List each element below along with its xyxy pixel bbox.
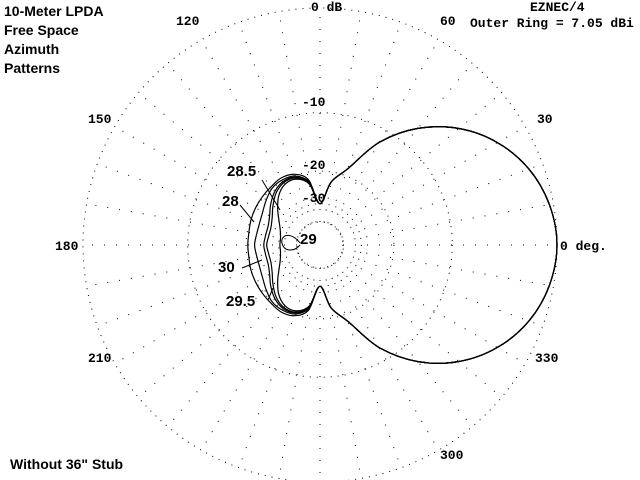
- title-line-4: Patterns: [4, 60, 61, 76]
- angle-label-210: 210: [88, 351, 112, 366]
- angle-label-330: 330: [535, 351, 559, 366]
- pattern-trace-30-mhz: [253, 126, 558, 364]
- title-line-3: Azimuth: [4, 41, 60, 57]
- radial-350deg: [342, 248, 554, 287]
- ring-0db: [82, 7, 558, 480]
- ring-label-0db: 0 dB: [311, 0, 343, 15]
- angle-label-300: 300: [440, 448, 464, 463]
- outer-ring-value: Outer Ring = 7.05 dBi: [470, 16, 634, 31]
- curve-label-28: 28: [222, 193, 239, 210]
- radial-10deg: [342, 203, 554, 242]
- radial-70deg: [327, 22, 402, 224]
- pattern-traces: [247, 126, 558, 364]
- radial-230deg: [167, 262, 306, 427]
- radial-310deg: [334, 262, 473, 427]
- radial-50deg: [334, 63, 473, 228]
- angle-label-150: 150: [88, 112, 112, 127]
- curve-leader-lines: [239, 179, 301, 301]
- radial-20deg: [341, 163, 543, 238]
- pattern-trace-28-mhz: [247, 126, 558, 364]
- radial-40deg: [337, 92, 502, 231]
- program-name: EZNEC/4: [530, 0, 585, 15]
- radial-120deg: [201, 39, 309, 226]
- polar-grid: [82, 7, 558, 480]
- ring--20db: [245, 170, 395, 320]
- leader-29.5: [267, 287, 274, 301]
- leader-29: [281, 234, 301, 251]
- ring--30db: [278, 203, 362, 287]
- radial-80deg: [323, 11, 362, 223]
- radial-300deg: [331, 264, 439, 451]
- curve-label-28.5: 28.5: [227, 163, 257, 180]
- leader-28.5: [261, 179, 281, 211]
- radial-260deg: [278, 267, 317, 479]
- angle-label-60: 60: [440, 14, 456, 29]
- radial-290deg: [327, 266, 402, 468]
- angle-label-30: 30: [537, 112, 553, 127]
- ring--10db: [187, 112, 453, 378]
- angle-label-180: 180: [55, 239, 79, 254]
- ring-label-20: -20: [302, 158, 326, 173]
- footer-note: Without 36" Stub: [10, 456, 124, 472]
- angle-label-0: 0 deg.: [560, 239, 607, 254]
- ring-label-30: -30: [302, 191, 326, 206]
- angle-label-120: 120: [176, 14, 200, 29]
- title-line-2: Free Space: [4, 22, 79, 38]
- leader-28: [239, 204, 255, 223]
- radial-60deg: [331, 39, 439, 226]
- radial-320deg: [337, 259, 502, 398]
- radial-280deg: [323, 267, 362, 479]
- ring-label-10: -10: [302, 95, 326, 110]
- curve-label-29.5: 29.5: [226, 293, 256, 310]
- curve-label-30: 30: [218, 259, 235, 276]
- radial-340deg: [341, 252, 543, 327]
- curve-label-29: 29: [300, 231, 317, 248]
- title-line-1: 10-Meter LPDA: [4, 3, 104, 19]
- leader-30: [241, 259, 263, 269]
